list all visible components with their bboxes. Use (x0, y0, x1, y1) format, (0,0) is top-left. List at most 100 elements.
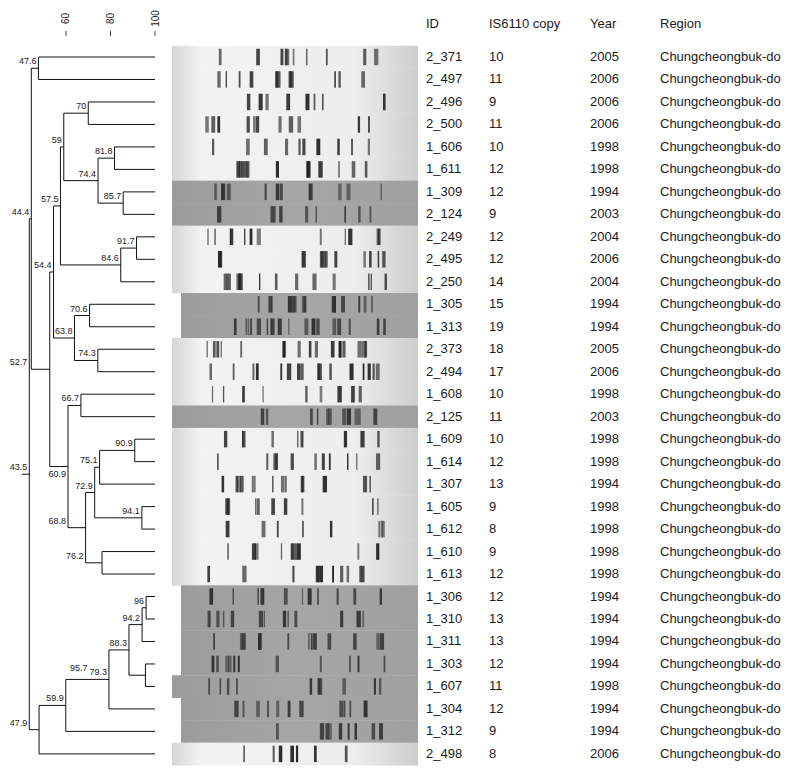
gel-band (363, 49, 366, 65)
dendrogram-branch (88, 102, 89, 124)
gel-band (362, 611, 364, 627)
year-cell: 1994 (590, 296, 619, 312)
gel-band (378, 229, 380, 245)
gel-band (225, 656, 229, 672)
gel-band (252, 476, 256, 492)
isolate-id: 1_311 (426, 633, 461, 649)
dendrogram-branch (102, 552, 103, 574)
gel-band (307, 161, 310, 177)
isolate-id: 2_249 (426, 229, 462, 245)
gel-band (322, 94, 324, 110)
gel-band (281, 543, 282, 559)
gel-band (242, 431, 245, 447)
gel-lane (172, 158, 418, 181)
gel-band (276, 723, 279, 739)
is6110-copy: 14 (489, 274, 503, 290)
dendrogram-branch (136, 237, 137, 259)
is6110-copy: 11 (489, 409, 503, 425)
gel-band (358, 116, 360, 132)
year-cell: 2006 (590, 746, 619, 762)
isolate-id: 1_614 (426, 454, 462, 470)
dendrogram-branch (81, 416, 155, 417)
gel-band (351, 139, 353, 155)
gel-band (207, 611, 209, 627)
gel-band (257, 319, 261, 335)
isolate-id: 1_310 (426, 611, 462, 627)
dendrogram-branch (88, 124, 155, 125)
similarity-value: 57.5 (41, 194, 59, 204)
gel-band (314, 453, 317, 469)
gel-lane (172, 68, 418, 91)
dendrogram-branch (81, 394, 155, 395)
gel-band (320, 229, 322, 245)
gel-band (241, 633, 245, 649)
gel-band (283, 611, 286, 627)
region-cell: Chungcheongbuk-do (660, 49, 781, 65)
region-cell: Chungcheongbuk-do (660, 364, 781, 380)
gel-band (383, 319, 386, 335)
region-cell: Chungcheongbuk-do (660, 386, 781, 402)
gel-band (226, 521, 230, 537)
region-cell: Chungcheongbuk-do (660, 94, 781, 110)
gel-band (286, 94, 290, 110)
dendrogram-branch (54, 205, 61, 206)
gel-lane (172, 540, 418, 563)
gel-band (225, 498, 229, 514)
gel-band (349, 319, 351, 335)
gel-band (357, 656, 359, 672)
gel-band (217, 71, 220, 87)
similarity-value: 91.7 (117, 236, 135, 246)
region-cell: Chungcheongbuk-do (660, 656, 781, 672)
gel-band (356, 453, 357, 469)
region-cell: Chungcheongbuk-do (660, 319, 781, 335)
dendrogram-branch (74, 316, 75, 361)
gel-band (244, 229, 245, 245)
gel-band (227, 678, 230, 694)
gel-band (298, 341, 301, 357)
gel-band (298, 116, 302, 132)
gel-band (257, 229, 261, 245)
gel-band (247, 94, 250, 110)
region-cell: Chungcheongbuk-do (660, 71, 781, 87)
gel-band (315, 206, 316, 222)
gel-band (373, 408, 377, 424)
gel-band (242, 566, 246, 582)
dendrogram-branch (134, 439, 135, 461)
gel-band (279, 746, 282, 762)
is6110-copy: 13 (489, 611, 503, 627)
year-cell: 1994 (590, 723, 619, 739)
gel-band (236, 476, 239, 492)
gel-band (334, 251, 337, 267)
similarity-value: 66.7 (61, 393, 79, 403)
dendrogram-branch (98, 158, 114, 159)
gel-band (363, 363, 365, 379)
gel-band (368, 363, 371, 379)
gel-band (266, 408, 268, 424)
gel-band (216, 611, 219, 627)
dendrogram-branch (141, 507, 142, 529)
dendrogram-branch (100, 484, 155, 485)
year-cell: 1994 (590, 633, 619, 649)
isolate-id: 1_612 (426, 521, 462, 537)
gel-lane (181, 698, 418, 721)
gel-band (230, 229, 233, 245)
gel-band (357, 341, 361, 357)
dendrogram-branch (22, 474, 29, 475)
gel-band (320, 386, 323, 402)
gel-band (250, 71, 254, 87)
year-cell: 1998 (590, 521, 619, 537)
gel-band (333, 274, 336, 290)
gel-band (288, 319, 289, 335)
similarity-value: 74.4 (79, 169, 97, 179)
gel-band (227, 543, 229, 559)
gel-band (365, 161, 368, 177)
dendrogram-branch (60, 146, 63, 147)
gel-band (270, 319, 274, 335)
gel-band (305, 386, 307, 402)
dendrogram-branch (99, 450, 100, 484)
gel-band (288, 611, 289, 627)
isolate-id: 1_309 (426, 184, 462, 200)
gel-band (381, 521, 383, 537)
is6110-copy: 11 (489, 71, 503, 87)
gel-band (344, 701, 346, 717)
